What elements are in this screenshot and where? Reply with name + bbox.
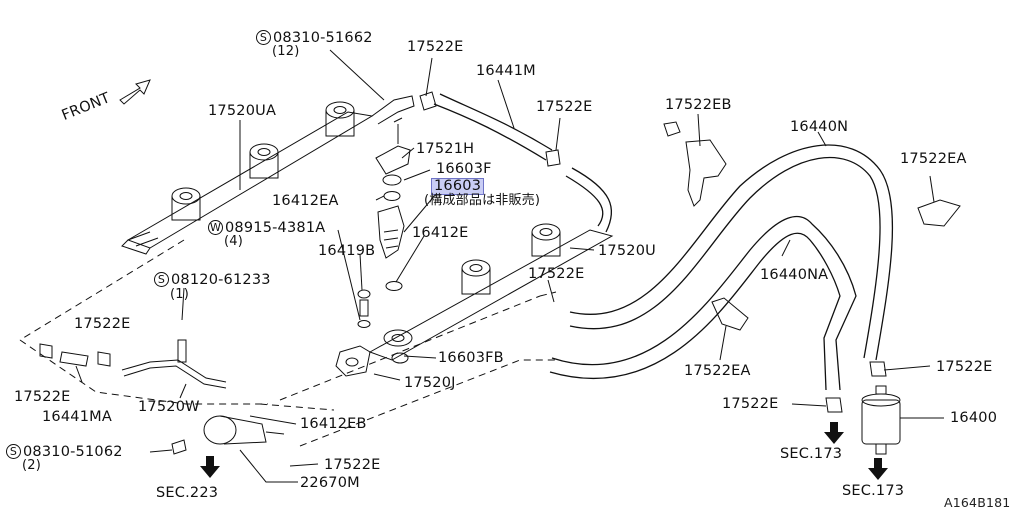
label-16603-note: (構成部品は非販売) <box>424 193 541 208</box>
s-circle-icon: S <box>154 272 169 287</box>
label-16440N: 16440N <box>790 119 849 135</box>
label-17522E-top: 17522E <box>407 39 464 55</box>
clamp-filter-bottom <box>825 397 843 413</box>
guide-lines <box>19 239 557 447</box>
fuel-rail-lower <box>335 223 614 377</box>
sec-173-reference-b[interactable]: SEC.173 <box>842 483 905 499</box>
hose-16441M <box>419 91 561 167</box>
label-17520UA: 17520UA <box>208 103 277 119</box>
label-17522E-right: 17522E <box>936 359 993 375</box>
clip-17522EB <box>663 121 727 207</box>
hose-return <box>565 167 613 233</box>
w-circle-icon: W <box>208 220 223 235</box>
hose-16441MA <box>39 343 111 367</box>
label-16603F: 16603F <box>436 161 492 177</box>
label-17520J: 17520J <box>404 375 456 391</box>
label-16412E: 16412E <box>412 225 469 241</box>
label-17520U: 17520U <box>598 243 656 259</box>
s-circle-icon: S <box>256 30 271 45</box>
front-arrow-icon <box>119 79 151 105</box>
label-08120-61233-qty: (1) <box>170 287 190 302</box>
label-16603[interactable]: 16603 <box>431 178 485 195</box>
label-08310-51062-qty: (2) <box>22 458 42 473</box>
label-17522E-center: 17522E <box>528 266 585 282</box>
fuel-rail-upper <box>121 95 415 255</box>
clamp-filter-top <box>869 361 887 377</box>
label-17522E-left: 17522E <box>74 316 131 332</box>
hose-16440N <box>549 144 894 391</box>
label-16440NA: 16440NA <box>760 267 829 283</box>
label-17522E-mid: 17522E <box>536 99 593 115</box>
label-16441MA: 16441MA <box>42 409 112 425</box>
s-circle-icon: S <box>6 444 21 459</box>
label-17522EB: 17522EB <box>665 97 732 113</box>
label-17522EA-mid: 17522EA <box>684 363 751 379</box>
label-16412EB: 16412EB <box>300 416 367 432</box>
pressure-regulator <box>171 415 285 455</box>
figure-id: A164B181 <box>944 495 1011 510</box>
label-16412EA: 16412EA <box>272 193 339 209</box>
part-number: 08310-51662 <box>273 30 373 46</box>
pipe-17520W <box>121 339 227 389</box>
sec-223-reference[interactable]: SEC.223 <box>156 485 219 501</box>
label-22670M: 22670M <box>300 475 360 491</box>
label-16419B: 16419B <box>318 243 376 259</box>
label-17522E-regulator: 17522E <box>324 457 381 473</box>
label-17522EA-right: 17522EA <box>900 151 967 167</box>
part-number: 08915-4381A <box>225 220 326 236</box>
label-16603FB: 16603FB <box>438 350 504 366</box>
clip-17522EA-mid <box>711 297 749 331</box>
sec-173-reference-a[interactable]: SEC.173 <box>780 446 843 462</box>
label-16441M: 16441M <box>476 63 536 79</box>
down-arrow-icon <box>200 422 888 480</box>
label-08310-51662-qty: (12) <box>272 44 300 59</box>
label-17522E-filter: 17522E <box>722 396 779 412</box>
part-number: 08310-51062 <box>23 444 123 460</box>
label-17520W: 17520W <box>138 399 200 415</box>
part-number: 08120-61233 <box>171 272 271 288</box>
fuel-filter <box>861 385 944 455</box>
label-17522E-bottom-left: 17522E <box>14 389 71 405</box>
injector-assembly <box>357 117 411 364</box>
clip-17522EA-right <box>917 199 961 227</box>
label-08915-4381A-qty: (4) <box>224 234 244 249</box>
leader-lines <box>75 49 935 483</box>
label-16400: 16400 <box>950 410 998 426</box>
label-17521H: 17521H <box>416 141 475 157</box>
